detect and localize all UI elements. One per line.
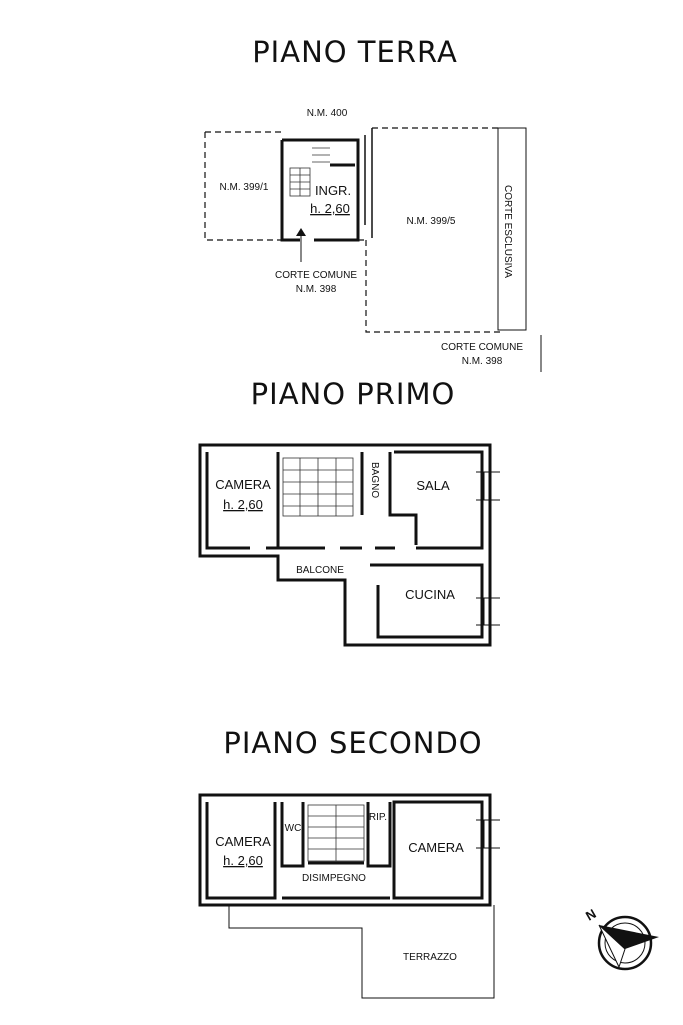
label-terrazzo: TERRAZZO: [403, 952, 457, 963]
ground-stairs: [289, 147, 355, 197]
first-floor-plan: PIANO PRIMO CAMERA h. 2,60 BAGNO SALA BA: [198, 377, 500, 647]
room-label-sala: SALA: [416, 478, 450, 493]
wc-walls: [280, 802, 305, 868]
second-floor-plan: PIANO SECONDO CAMERA h. 2,60 WC RIP. CAM…: [198, 726, 500, 999]
first-floor-stairs: [282, 457, 354, 517]
label-corte-esclusiva: CORTE ESCLUSIVA: [502, 185, 513, 278]
ripostiglio-walls: [366, 802, 392, 868]
label-nm-399-5: N.M. 399/5: [407, 216, 456, 227]
room-label-camera-right: CAMERA: [408, 840, 464, 855]
room-label-camera-left: CAMERA: [215, 834, 271, 849]
ground-floor-plan: PIANO TERRA N.M. 400 N.M. 399/1 INGR. h.: [204, 35, 542, 372]
label-nm-398-1: N.M. 398: [296, 284, 337, 295]
room-label-cucina: CUCINA: [405, 587, 455, 602]
second-floor-outer-walls: [198, 793, 492, 907]
height-label-camera-first: h. 2,60: [223, 497, 263, 512]
height-label-camera-left: h. 2,60: [223, 853, 263, 868]
camera-left-walls: [205, 802, 277, 900]
room-label-bagno: BAGNO: [369, 462, 380, 498]
window-cucina: [476, 597, 500, 626]
room-label-ripostiglio: RIP.: [369, 812, 387, 823]
label-nm-400: N.M. 400: [307, 108, 348, 119]
label-nm-398-2: N.M. 398: [462, 356, 503, 367]
label-disimpegno: DISIMPEGNO: [302, 873, 366, 884]
camera-right-walls: [392, 800, 484, 900]
corte-esclusiva-strip: [497, 127, 527, 331]
compass-north-letter: N: [583, 906, 599, 924]
entrance-arrow-icon: [296, 228, 306, 236]
second-floor-stairs: [307, 804, 365, 865]
second-floor-title: PIANO SECONDO: [223, 726, 482, 760]
room-label-ingresso: INGR.: [315, 183, 351, 198]
plot-boundary-399-5: [365, 127, 500, 333]
bagno-walls: [360, 452, 418, 545]
first-floor-title: PIANO PRIMO: [251, 377, 456, 411]
window-camera-right: [476, 819, 500, 849]
label-balcone: BALCONE: [296, 565, 344, 576]
label-corte-comune-1: CORTE COMUNE: [275, 270, 357, 281]
sala-walls: [394, 450, 484, 550]
height-label-ingresso: h. 2,60: [310, 201, 350, 216]
label-nm-399-1: N.M. 399/1: [220, 182, 269, 193]
window-sala: [476, 471, 500, 501]
cucina-walls: [370, 563, 484, 639]
compass-icon: N: [583, 906, 659, 971]
label-corte-comune-2: CORTE COMUNE: [441, 342, 523, 353]
ingresso-walls: [280, 138, 360, 242]
first-floor-outer-walls: [198, 443, 492, 647]
terrazzo-outline: [228, 905, 495, 999]
room-label-camera-first: CAMERA: [215, 477, 271, 492]
room-label-wc: WC: [285, 823, 302, 834]
ground-floor-title: PIANO TERRA: [252, 35, 458, 69]
